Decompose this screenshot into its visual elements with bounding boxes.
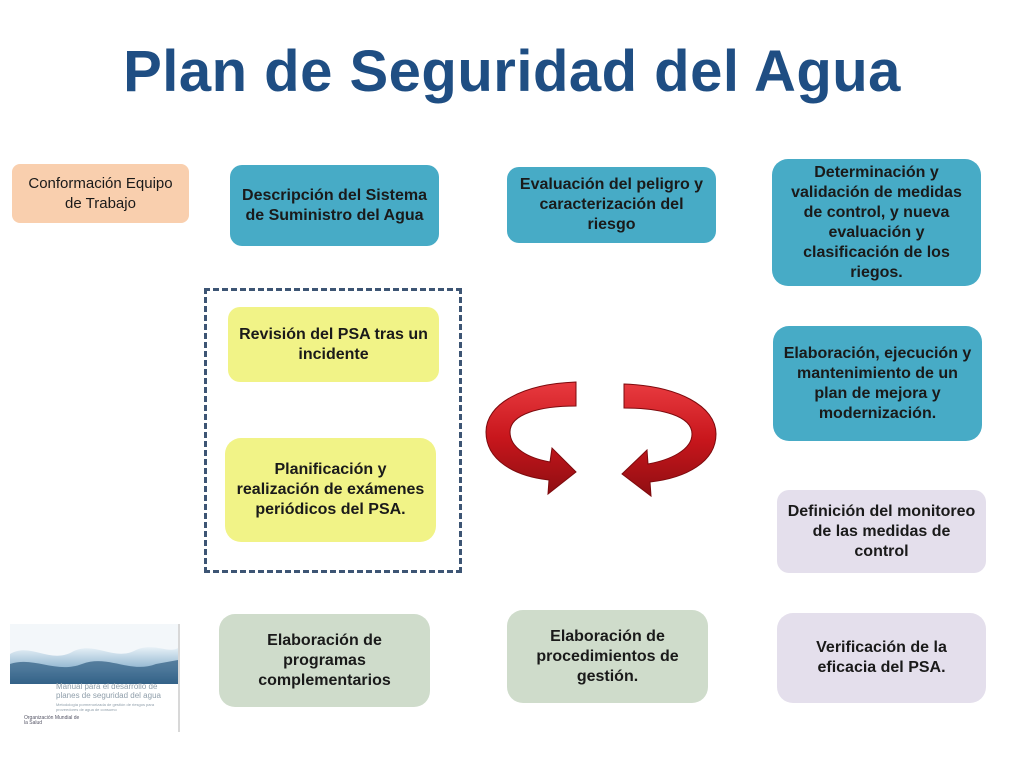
box-descripcion-sistema: Descripción del Sistema de Suministro de… <box>230 165 439 246</box>
water-splash-image <box>10 624 178 684</box>
box-determinacion-validacion-text: Determinación y validación de medidas de… <box>791 163 962 281</box>
box-verificacion-eficacia-text: Verificación de la eficacia del PSA. <box>816 639 947 676</box>
box-procedimientos-gestion: Elaboración de procedimientos de gestión… <box>507 610 708 703</box>
box-programas-complementarios: Elaboración de programas complementarios <box>219 614 430 707</box>
cycle-arrow-right <box>621 383 717 498</box>
box-verificacion-eficacia: Verificación de la eficacia del PSA. <box>777 613 986 703</box>
manual-cover-image: Manual para el desarrollo de planes de s… <box>10 624 180 732</box>
box-conformacion-equipo-text: Conformación Equipo de Trabajo <box>28 174 173 212</box>
box-elaboracion-plan-mejora: Elaboración, ejecución y mantenimiento d… <box>773 326 982 441</box>
manual-cover-subtitle: Metodología pormenorizada de gestión de … <box>56 702 155 712</box>
box-definicion-monitoreo: Definición del monitoreo de las medidas … <box>777 490 986 573</box>
box-descripcion-sistema-text: Descripción del Sistema de Suministro de… <box>242 186 427 224</box>
box-evaluacion-peligro: Evaluación del peligro y caracterización… <box>507 167 716 243</box>
box-revision-incidente: Revisión del PSA tras un incidente <box>228 307 439 382</box>
box-determinacion-validacion: Determinación y validación de medidas de… <box>772 159 981 286</box>
box-planificacion-examenes-text: Planificación y realización de exámenes … <box>236 461 425 518</box>
manual-cover-title: Manual para el desarrollo de planes de s… <box>56 682 161 700</box>
who-logo: Organización Mundial de la Salud <box>24 715 80 726</box>
cycle-arrow-left <box>485 381 577 496</box>
box-evaluacion-peligro-text: Evaluación del peligro y caracterización… <box>519 176 704 233</box>
box-programas-complementarios-text: Elaboración de programas complementarios <box>258 631 391 689</box>
box-conformacion-equipo: Conformación Equipo de Trabajo <box>12 164 189 223</box>
cycle-arrows <box>485 381 717 498</box>
box-procedimientos-gestion-text: Elaboración de procedimientos de gestión… <box>536 627 679 685</box>
slide-title: Plan de Seguridad del Agua <box>123 39 901 104</box>
box-planificacion-examenes: Planificación y realización de exámenes … <box>225 438 436 542</box>
box-definicion-monitoreo-text: Definición del monitoreo de las medidas … <box>787 502 976 560</box>
box-elaboracion-plan-mejora-text: Elaboración, ejecución y mantenimiento d… <box>783 344 972 422</box>
dashed-review-group <box>204 288 462 573</box>
box-revision-incidente-text: Revisión del PSA tras un incidente <box>239 325 428 363</box>
